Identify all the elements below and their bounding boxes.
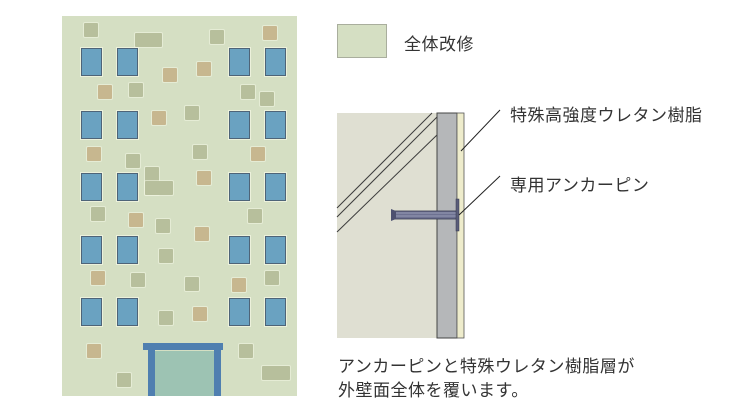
window [117,111,138,139]
repair-patch [197,62,211,76]
door-post-right [214,350,221,396]
repair-patch [232,278,246,292]
window [229,298,250,326]
repair-patch [152,111,166,125]
repair-patch [84,23,98,37]
window [117,48,138,76]
repair-patch [193,307,207,321]
repair-patch [91,271,105,285]
door-post-left [148,350,155,396]
legend-label: 全体改修 [404,35,474,55]
building-elevation [62,16,297,396]
window [265,298,286,326]
substrate-layer [436,112,458,339]
repair-patch [185,106,199,120]
repair-patch [263,26,277,40]
repair-patch [159,311,173,325]
repair-patch [210,30,224,44]
repair-patch [87,147,101,161]
window [81,48,102,76]
repair-patch [195,227,209,241]
repair-patch [248,209,262,223]
leader-line-anchor [458,175,501,216]
anchor-pin-label: 専用アンカーピン [510,176,650,196]
repair-patch [241,85,255,99]
window [117,236,138,264]
door-panel [155,351,214,396]
window [81,111,102,139]
caption-line-2: 外壁面全体を覆います。 [338,381,529,401]
repair-patch [126,154,140,168]
window [229,173,250,201]
repair-patch [239,344,253,358]
repair-patch [98,85,112,99]
resin-label: 特殊高強度ウレタン樹脂 [510,106,703,126]
window [81,173,102,201]
entrance-door [143,343,223,396]
window [229,48,250,76]
caption-line-1: アンカーピンと特殊ウレタン樹脂層が [338,357,635,377]
repair-patch [131,273,145,287]
repair-patch [260,92,274,106]
repair-patch [129,213,143,227]
leader-line-resin [460,109,501,152]
window [265,173,286,201]
repair-patch [129,83,143,97]
window [81,298,102,326]
repair-patch [265,271,279,285]
window [117,298,138,326]
window [265,48,286,76]
repair-patch [117,373,131,387]
repair-patch [193,145,207,159]
repair-patch [197,171,211,185]
repair-patch [87,344,101,358]
window [117,173,138,201]
legend-swatch [337,24,387,58]
door-canopy [143,343,223,350]
repair-patch [262,366,290,380]
window [81,236,102,264]
window [265,111,286,139]
concrete-hatch [336,112,439,233]
repair-patch [145,181,173,195]
repair-patch [251,147,265,161]
concrete-layer [337,113,438,338]
window [265,236,286,264]
repair-patch [163,68,177,82]
repair-patch [135,33,162,47]
repair-patch [91,207,105,221]
repair-patch [156,219,170,233]
repair-patch [159,249,173,263]
window [229,111,250,139]
window [229,236,250,264]
wall-section-diagram [336,109,501,339]
repair-patch [185,277,199,291]
